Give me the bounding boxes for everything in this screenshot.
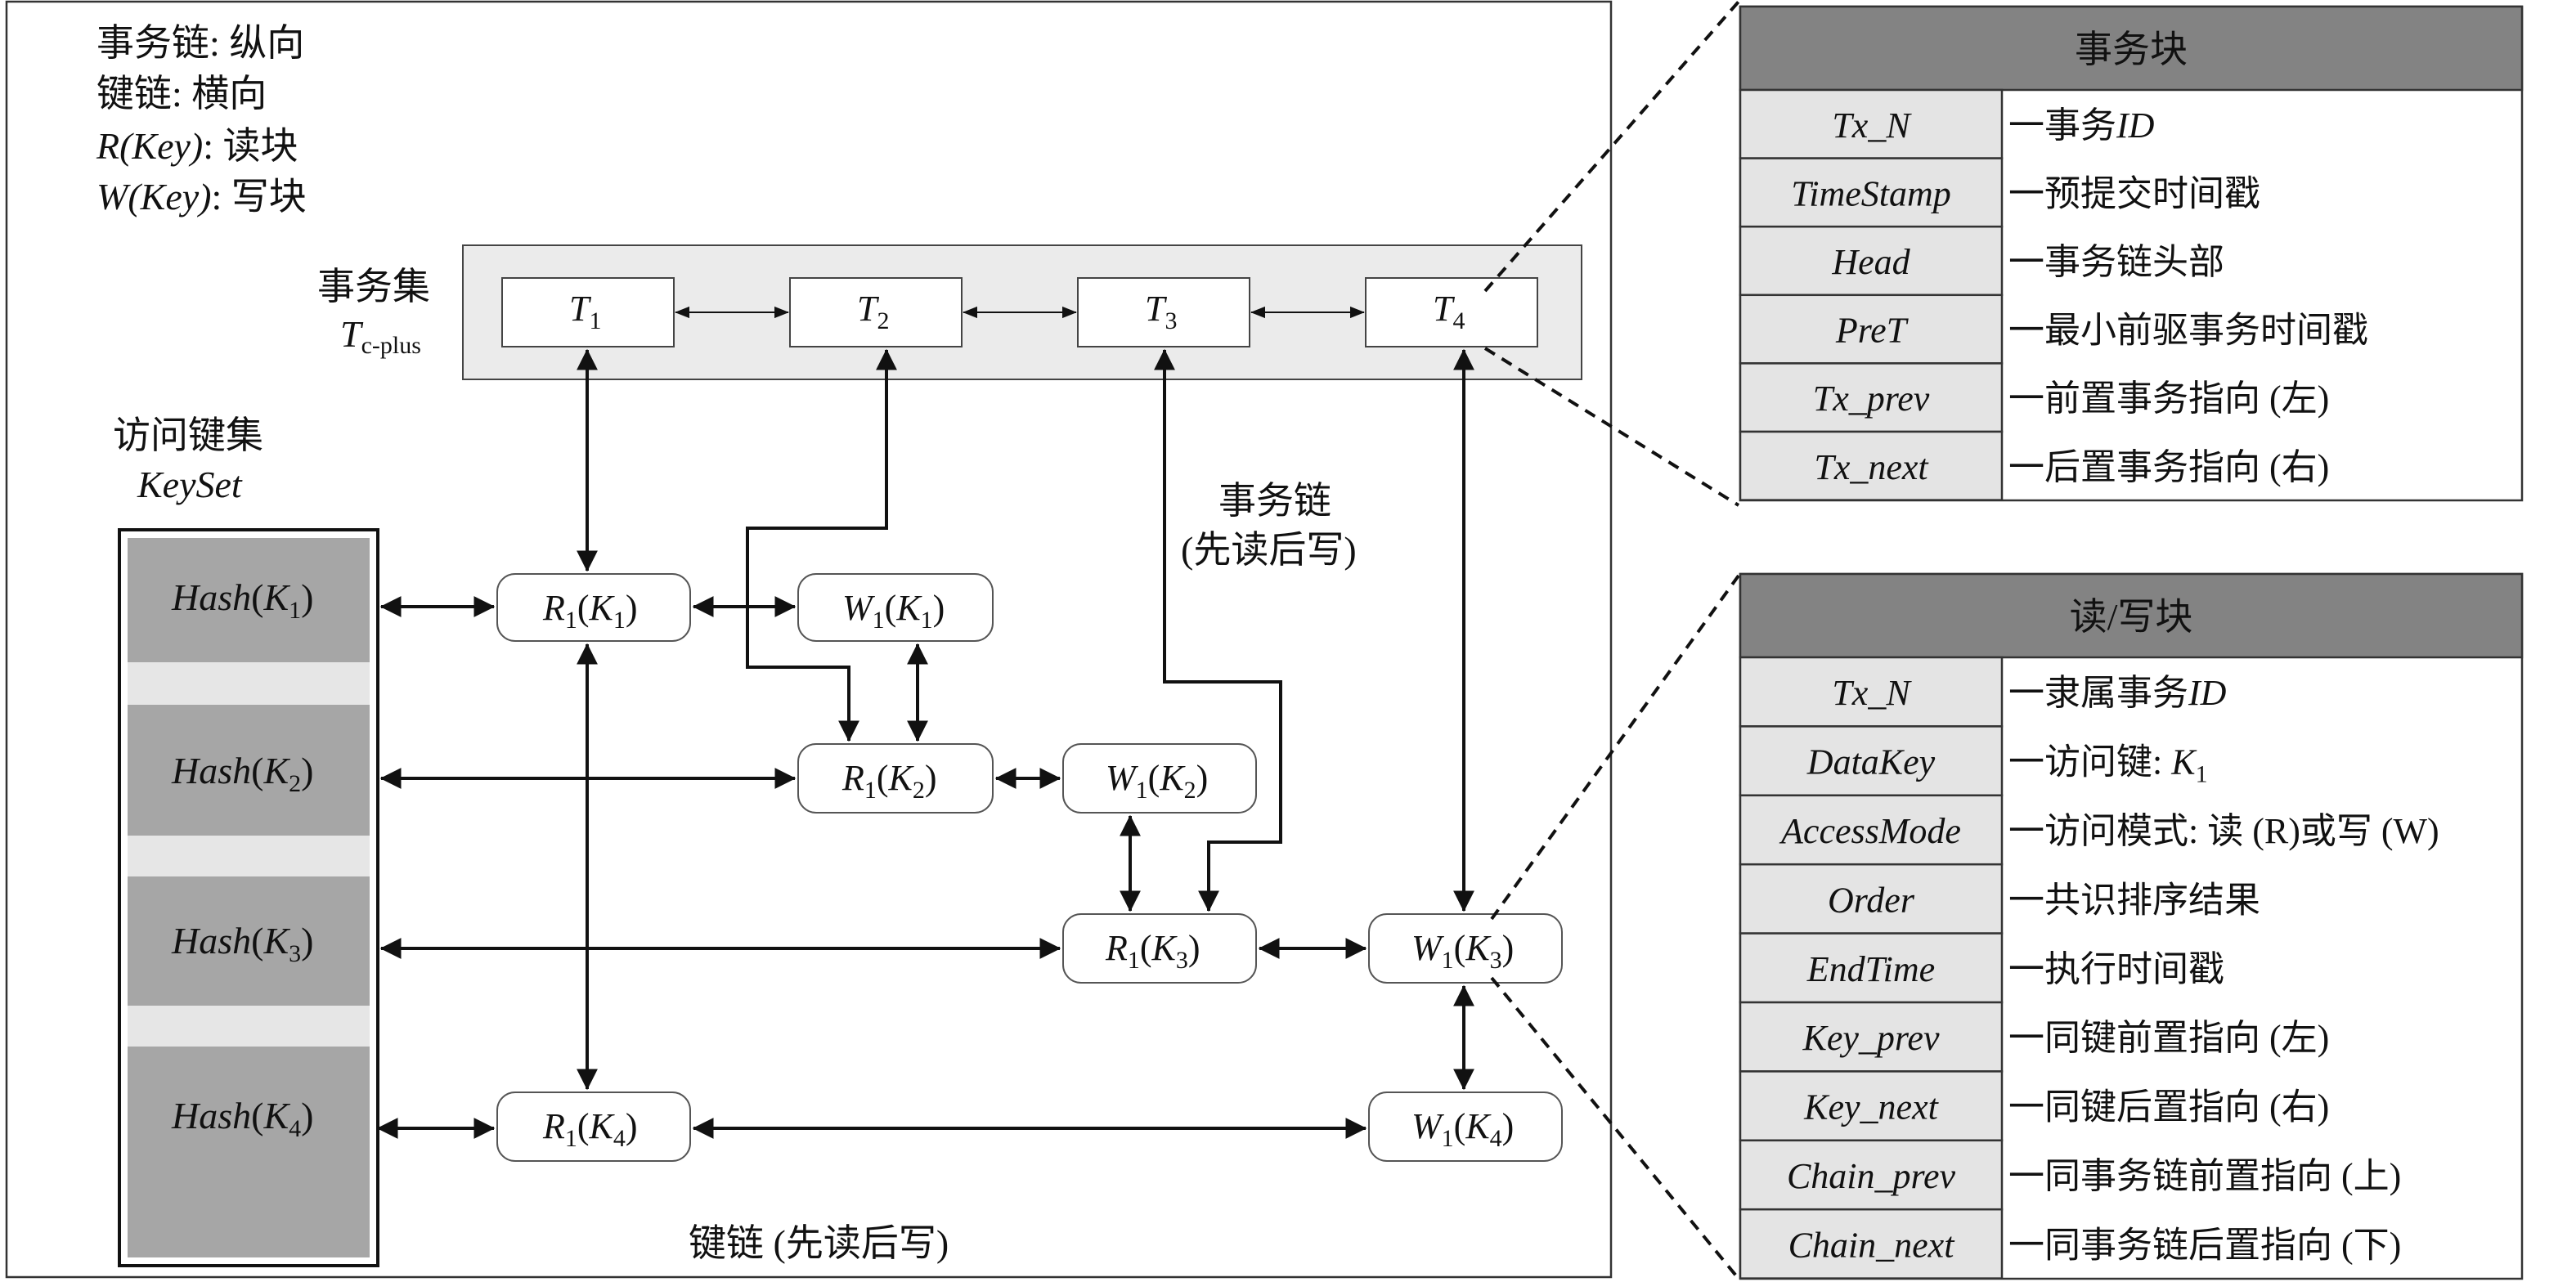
hash-k3: Hash(K3) [128,876,370,1006]
key-chain-label: 键链 (先读后写) [689,1222,949,1264]
svg-text:Hash(K4): Hash(K4) [171,1095,313,1142]
rw-block-table: 读/写块 Tx_N 一隶属事务ID DataKey 一访问键: K1 AccessMod… [1739,572,2524,1280]
rw-block-desc: 一同键前置指向 (左) [2008,1018,2329,1058]
block-r1-k2: R1(K2) [797,743,994,814]
tx-chain-label-sub: (先读后写) [1181,529,1357,571]
tx-block-desc: 一最小前驱事务时间戳 [2008,311,2368,351]
tx-set-label: 事务集 [317,266,430,307]
svg-text:Hash(K1): Hash(K1) [171,576,313,624]
legend-line-1: 事务链: 纵向 [96,22,304,64]
legend-line-2: 键链: 横向 [96,73,267,114]
rw-block-desc: 一同事务链后置指向 (下) [2008,1225,2401,1265]
svg-text:R1(K3): R1(K3) [1105,928,1200,974]
tx-block-field: Tx_prev [1813,379,1930,419]
rw-block-row: Chain_next 一同事务链后置指向 (下) [1739,1208,2401,1280]
svg-text:T1: T1 [569,289,601,334]
hash-k2: Hash(K2) [128,705,370,836]
svg-text:T3: T3 [1145,289,1177,334]
svg-text:Hash(K2): Hash(K2) [171,750,313,797]
tx-node-1: T1 [501,277,675,347]
block-w1-k1: W1(K1) [797,573,994,642]
txchain-t2-r1k2 [746,348,897,742]
keyset-band-1 [128,662,370,705]
tx-block-desc: 一前置事务指向 (左) [2008,379,2329,419]
legend-line-3: R(Key): 读块 [96,125,298,167]
tx-node-4: T4 [1365,277,1538,347]
rw-block-field: DataKey [1806,742,1936,782]
svg-text:W1(K4): W1(K4) [1411,1106,1514,1152]
rw-block-field: Tx_N [1832,673,1912,713]
tx-block-row: Tx_next 一后置事务指向 (右) [1739,430,2329,501]
tx-block-field: Tx_N [1832,105,1912,146]
tx-block-row: Tx_N 一事务ID [1739,88,2155,159]
tx-block-row: Tx_prev 一前置事务指向 (左) [1739,362,2329,433]
tx-block-row: PreT 一最小前驱事务时间戳 [1739,294,2368,365]
rw-block-row: Key_prev 一同键前置指向 (左) [1739,1001,2329,1073]
tx-node-2: T2 [789,277,963,347]
tx-block-field: TimeStamp [1791,173,1951,213]
rw-block-row: Tx_N 一隶属事务ID [1739,656,2227,728]
txchain-t3-r1k3 [1154,348,1282,912]
block-w1-k2: W1(K2) [1062,743,1257,814]
block-w1-k3: W1(K3) [1368,913,1563,984]
tx-block-row: TimeStamp 一预提交时间戳 [1739,157,2260,228]
tx-node-3: T3 [1077,277,1250,347]
tx-block-table: 事务块 Tx_N 一事务ID TimeStamp 一预提交时间戳 Head 一事务链头部 P… [1739,5,2524,502]
tx-block-desc: 一事务链头部 [2008,242,2224,282]
hash-k4: Hash(K4) [128,1047,370,1257]
block-r1-k4: R1(K4) [496,1091,691,1162]
keyset-band-3 [128,1006,370,1047]
block-w1-k4: W1(K4) [1368,1091,1563,1162]
hash-k1: Hash(K1) [128,538,370,662]
legend-line-4: W(Key): 写块 [96,176,307,217]
rw-block-desc: 一执行时间戳 [2008,949,2224,989]
svg-text:Hash(K3): Hash(K3) [171,920,313,967]
rw-block-field: AccessMode [1779,811,1961,851]
rw-block-desc: 一隶属事务ID [2008,673,2227,713]
tx-block-title: 事务块 [2075,29,2188,70]
rw-block-row: Order 一共识排序结果 [1739,863,2260,935]
rw-block-desc: 一访问模式: 读 (R)或写 (W) [2008,811,2439,851]
rw-block-desc: 一同事务链前置指向 (上) [2008,1156,2401,1196]
tx-block-field: PreT [1835,311,1910,351]
rw-block-field: EndTime [1806,949,1935,989]
block-r1-k1: R1(K1) [496,573,691,642]
rw-block-row: Key_next 一同键后置指向 (右) [1739,1070,2329,1142]
svg-text:T2: T2 [857,289,889,334]
callout-rw-bottom [1490,976,1740,1280]
tx-block-row: Head 一事务链头部 [1739,225,2224,297]
rw-block-field: Chain_next [1788,1225,1956,1265]
legend: 事务链: 纵向 键链: 横向 R(Key): 读块 W(Key): 写块 [96,22,307,217]
rw-block-row: DataKey 一访问键: K1 [1739,725,2208,797]
block-r1-k3: R1(K3) [1062,913,1257,984]
svg-text:R1(K2): R1(K2) [841,758,937,804]
rw-block-field: Order [1828,880,1915,920]
rw-block-row: EndTime 一执行时间戳 [1739,932,2224,1004]
keyset-symbol: KeySet [137,464,243,505]
keyset-label: 访问键集 [113,415,263,456]
svg-text:R1(K4): R1(K4) [542,1106,638,1152]
callout-tx-bottom [1483,347,1740,507]
rw-block-title: 读/写块 [2070,596,2193,638]
rw-block-field: Key_next [1803,1087,1939,1127]
rw-block-field: Key_prev [1802,1018,1940,1058]
tx-block-field: Tx_next [1814,447,1929,487]
rw-block-desc: 一共识排序结果 [2008,880,2260,920]
rw-block-desc: 一访问键: K1 [2008,742,2208,788]
callout-tx-top [1483,0,1740,293]
svg-text:W1(K3): W1(K3) [1411,928,1514,974]
rw-block-field: Chain_prev [1787,1156,1956,1196]
rw-block-desc: 一同键后置指向 (右) [2008,1087,2329,1127]
svg-text:T4: T4 [1433,289,1465,334]
tx-set-symbol: Tc-plus [340,313,421,359]
tx-chain-label: 事务链 [1218,480,1331,522]
keyset-band-2 [128,836,370,876]
rw-block-row: Chain_prev 一同事务链前置指向 (上) [1739,1139,2401,1211]
tx-block-field: Head [1831,242,1910,282]
tx-block-desc: 一后置事务指向 (右) [2008,447,2329,487]
tx-block-desc: 一预提交时间戳 [2008,173,2260,213]
svg-text:R1(K1): R1(K1) [542,588,638,634]
tx-block-desc: 一事务ID [2008,105,2155,146]
